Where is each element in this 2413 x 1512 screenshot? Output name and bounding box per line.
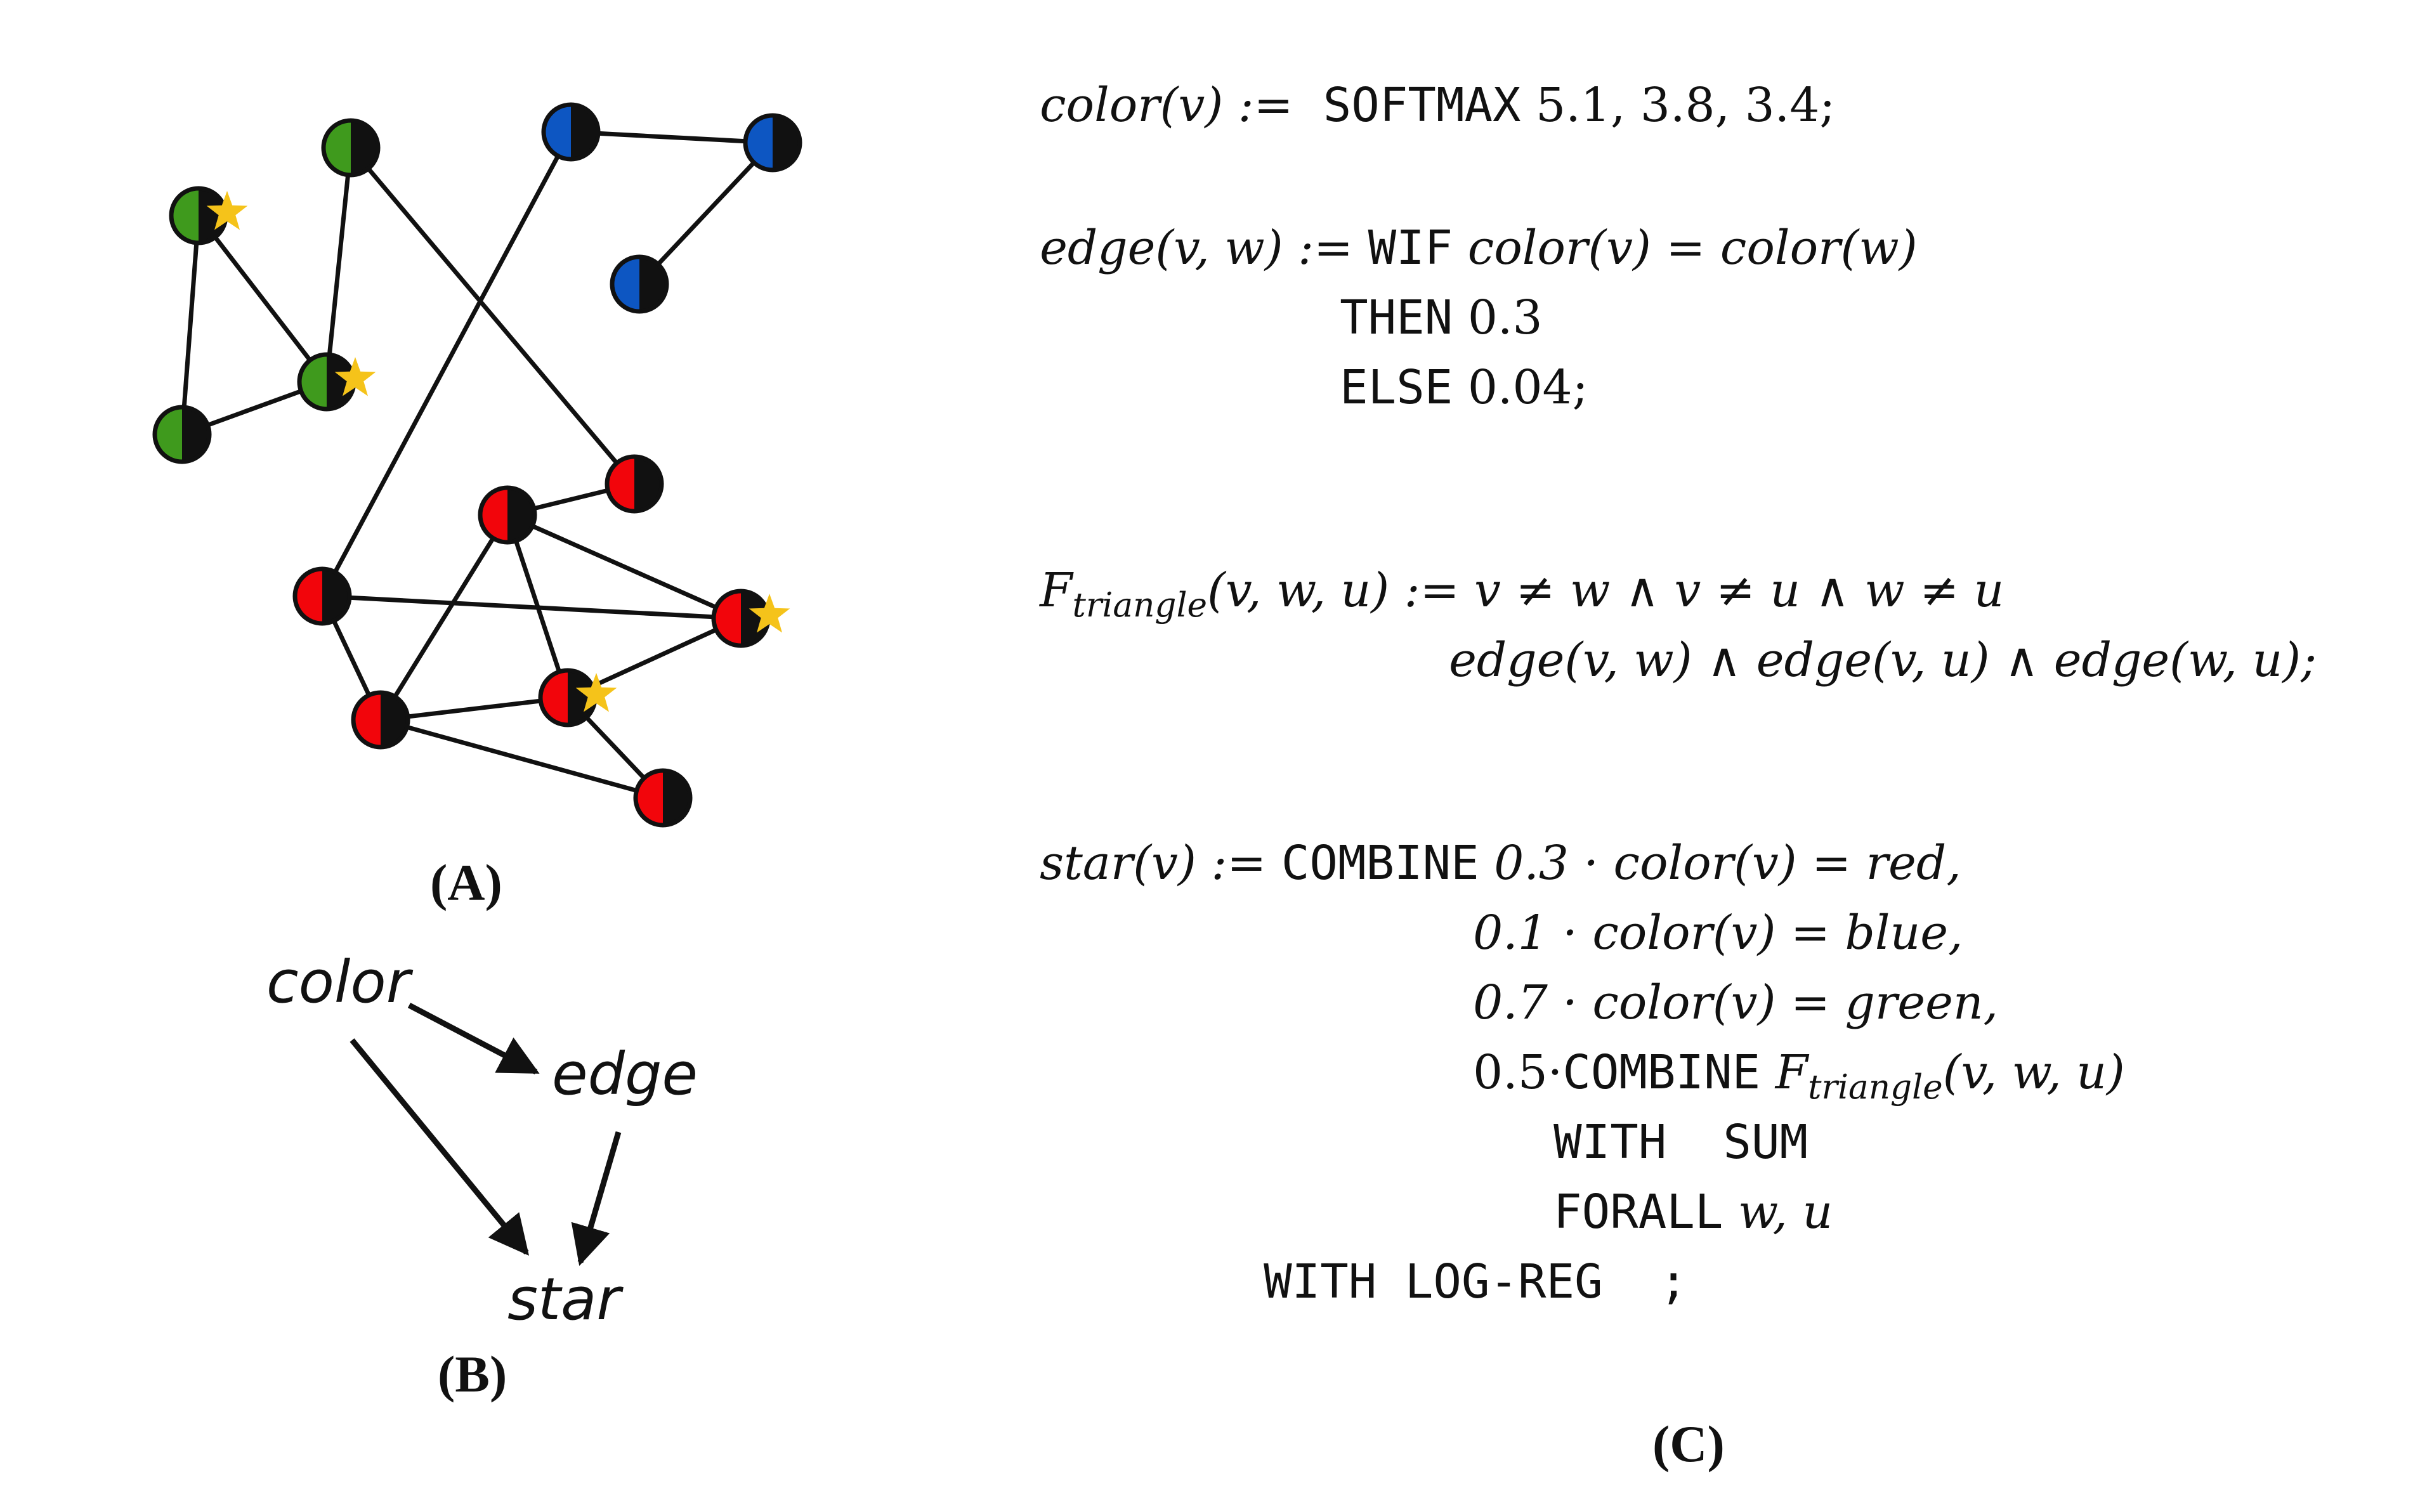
arrow-edge-star bbox=[571, 1131, 622, 1267]
code-line-star-4: 0.5·COMBINE Ftriangle(v, w, u) bbox=[1473, 1045, 2125, 1107]
graph-node-red bbox=[292, 566, 352, 626]
star-icon bbox=[575, 673, 617, 712]
code-line-forall: FORALL w, u bbox=[1553, 1185, 1833, 1239]
dep-node-color: color bbox=[266, 948, 410, 1016]
graph-edge bbox=[379, 514, 509, 721]
code-line-star-2: 0.1 · color(v) = blue, bbox=[1473, 906, 1963, 960]
panel-label-b: (B) bbox=[438, 1345, 507, 1403]
star-icon bbox=[206, 191, 248, 230]
graph-edge bbox=[380, 695, 568, 722]
dep-node-star: star bbox=[507, 1265, 621, 1333]
star-icon bbox=[749, 594, 790, 633]
graph-node-green bbox=[152, 405, 212, 464]
graph-edge bbox=[324, 147, 353, 382]
graph-node-red bbox=[605, 454, 664, 514]
graph-node-red bbox=[711, 589, 771, 648]
star-icon bbox=[334, 357, 376, 396]
graph-edge bbox=[197, 214, 329, 384]
graph-node-green bbox=[321, 118, 381, 178]
graph-edge bbox=[506, 512, 742, 621]
graph-node-red bbox=[633, 768, 693, 828]
code-line-star-3: 0.7 · color(v) = green, bbox=[1473, 975, 1999, 1030]
code-line-color: color(v) := SOFTMAX 5.1, 3.8, 3.4; bbox=[1040, 78, 1836, 133]
arrow-color-edge bbox=[407, 1003, 540, 1074]
code-line-then: THEN 0.3 bbox=[1340, 290, 1543, 345]
graph-edge bbox=[320, 131, 573, 597]
graph-node-red bbox=[478, 485, 537, 545]
graph-nodes bbox=[152, 102, 802, 828]
graph-node-blue bbox=[743, 113, 802, 173]
graph-edge bbox=[322, 594, 742, 621]
arrow-color-star bbox=[350, 1038, 529, 1256]
graph-stars bbox=[206, 191, 790, 712]
graph-node-green bbox=[297, 352, 356, 412]
code-line-with-sum: WITH SUM bbox=[1553, 1115, 1808, 1170]
graph-edge bbox=[180, 215, 201, 435]
graph-edge bbox=[380, 717, 664, 800]
graph-edge bbox=[349, 146, 636, 486]
code-line-triangle: Ftriangle(v, w, u) := v ≠ w ∧ v ≠ u ∧ w … bbox=[1040, 563, 2004, 625]
code-line-triangle-2: edge(v, w) ∧ edge(v, u) ∧ edge(w, u); bbox=[1449, 633, 2317, 688]
graph-node-red bbox=[351, 690, 410, 750]
code-line-with-logreg: WITH LOG-REG ; bbox=[1264, 1255, 1688, 1309]
graph-node-blue bbox=[610, 254, 669, 314]
graph-edge bbox=[638, 141, 775, 286]
dep-node-edge: edge bbox=[552, 1040, 698, 1108]
code-line-edge: edge(v, w) := WIF color(v) = color(w) bbox=[1040, 221, 1918, 275]
panel-label-a: (A) bbox=[430, 854, 502, 911]
graph-node-blue bbox=[541, 102, 601, 162]
graph-edge bbox=[570, 129, 773, 145]
panel-label-c: (C) bbox=[1652, 1415, 1725, 1473]
code-line-star: star(v) := COMBINE 0.3 · color(v) = red, bbox=[1040, 836, 1961, 890]
code-line-else: ELSE 0.04; bbox=[1340, 360, 1588, 415]
